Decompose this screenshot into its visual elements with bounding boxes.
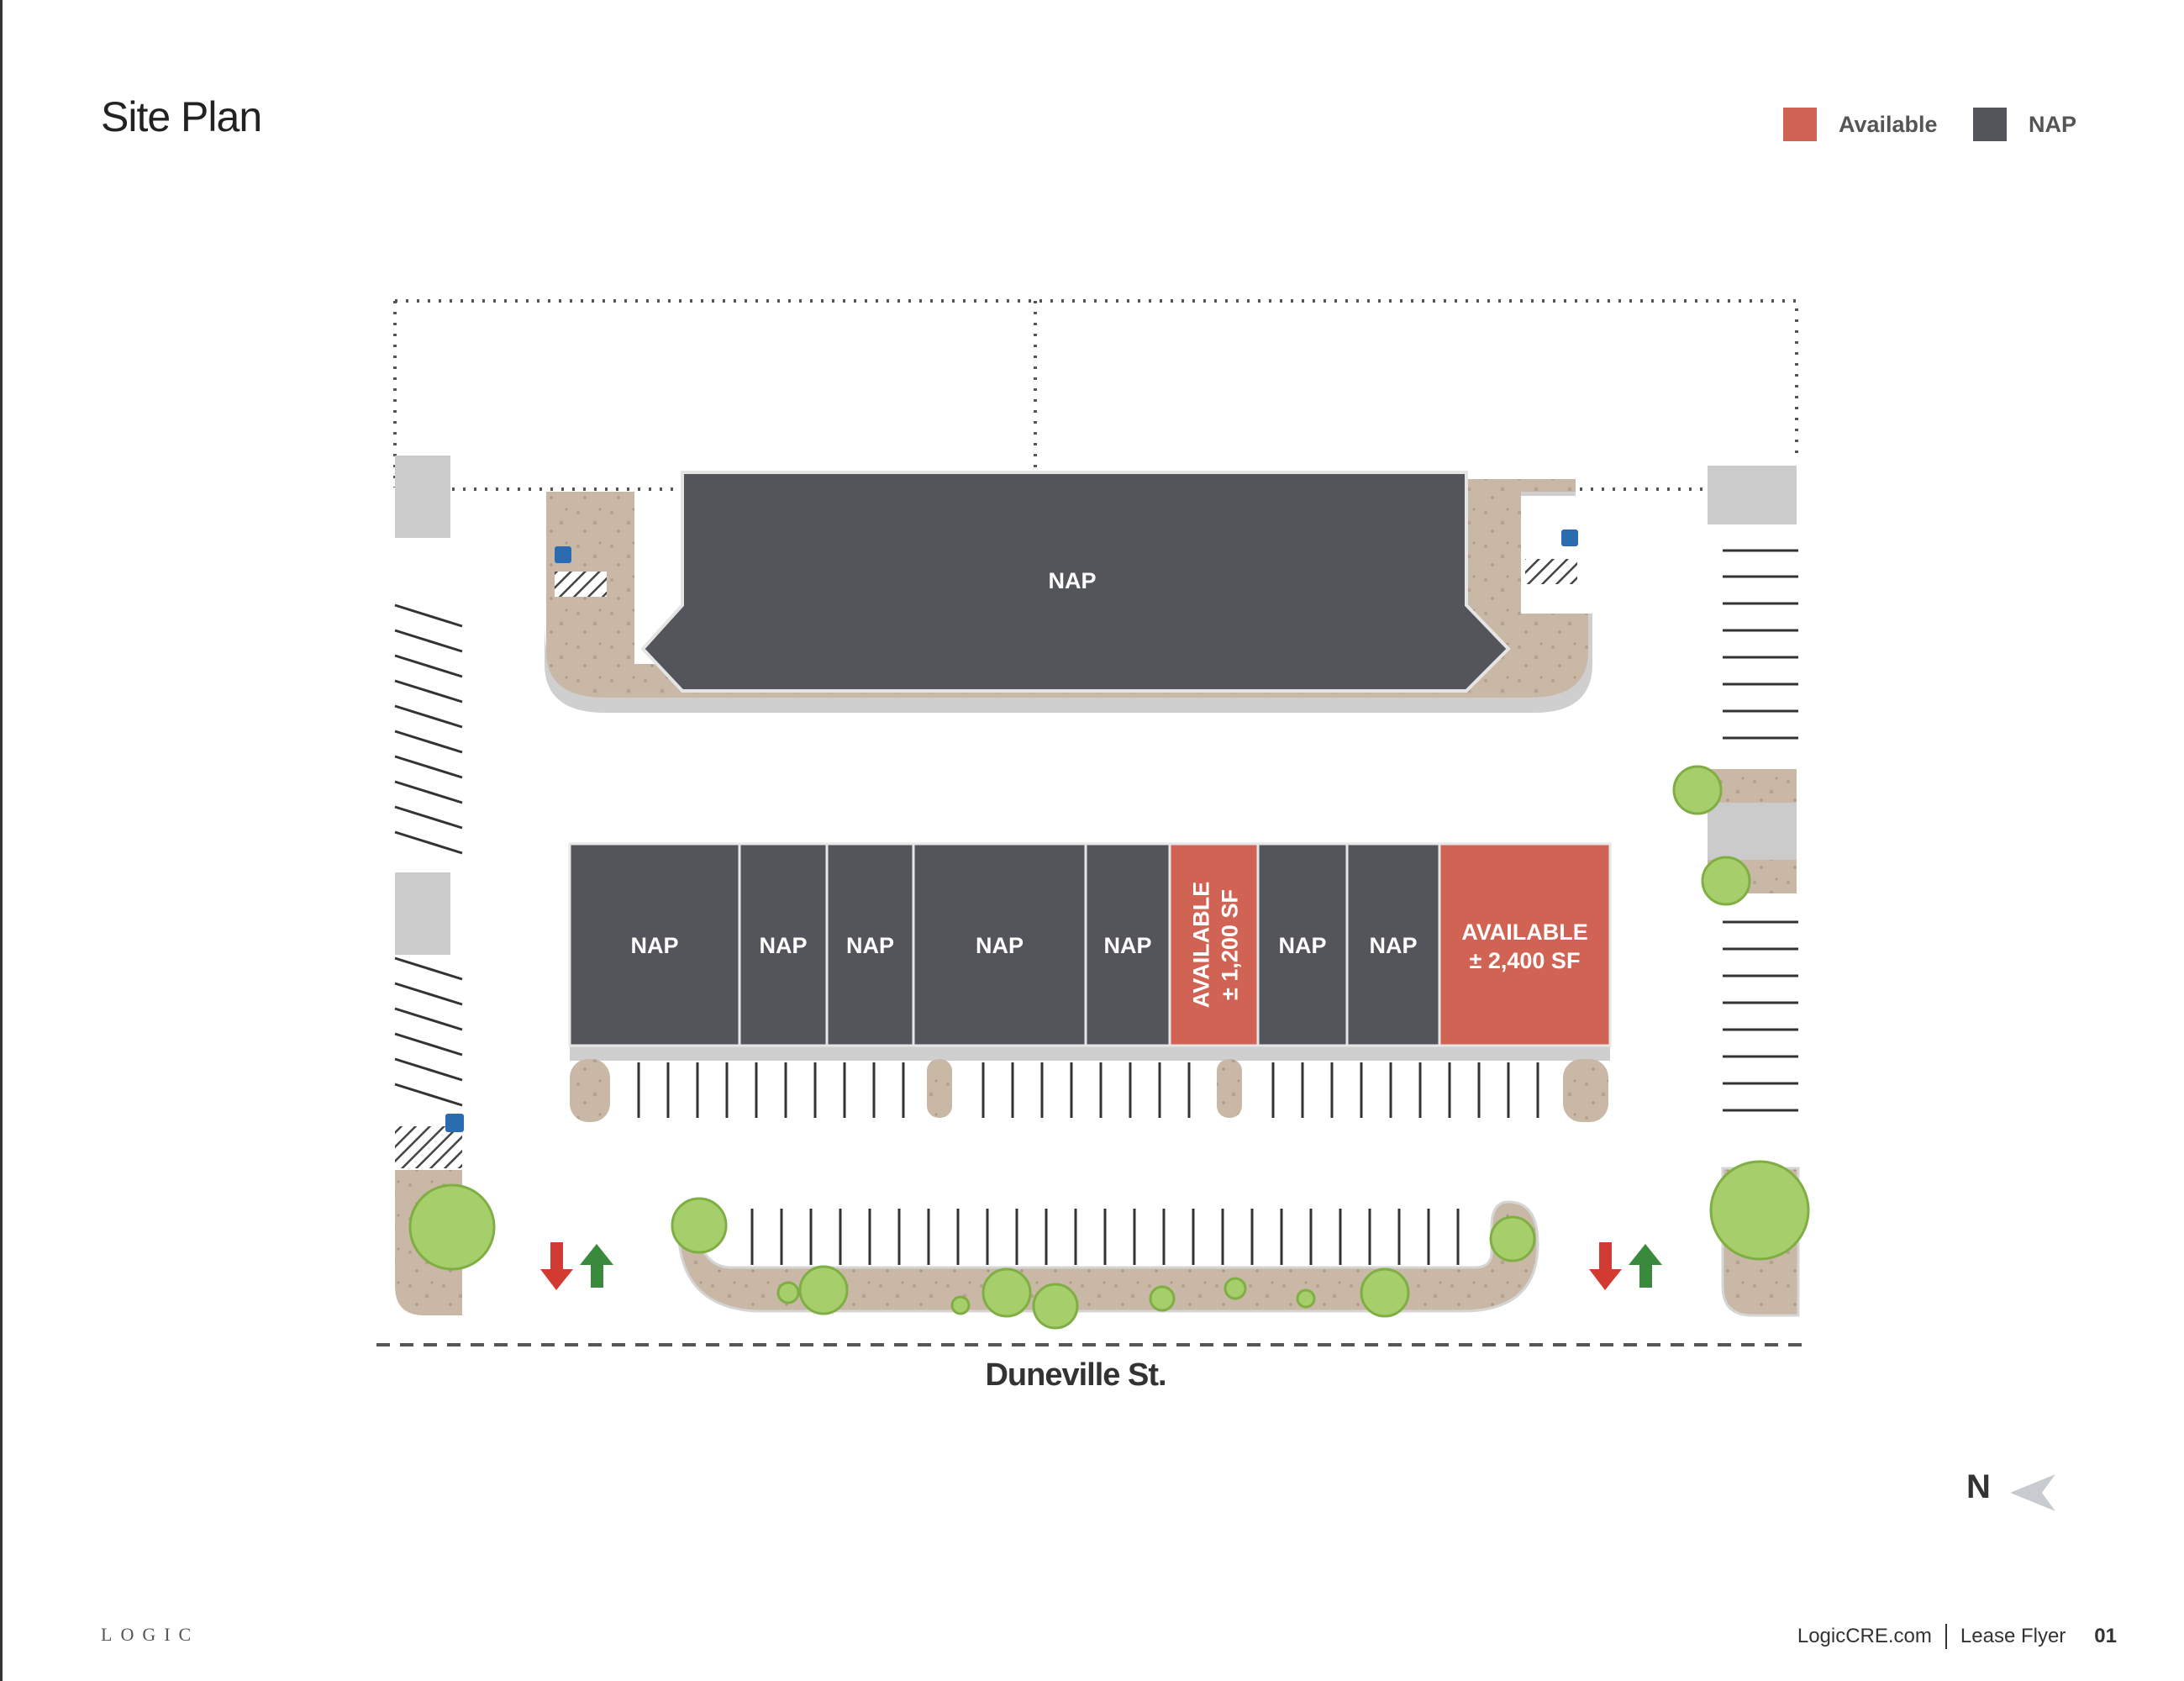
unit-6-label: AVAILABLE [1189,882,1214,1009]
pad [395,872,450,955]
unit-1-label: NAP [630,933,678,958]
unit-6-label-group: AVAILABLE± 1,200 SF [1189,882,1243,1009]
parking-stalls-front [637,1062,1539,1118]
legend-item-available: Available [1783,108,1938,141]
legend-label-available: Available [1839,111,1938,137]
legend-label-nap: NAP [2029,111,2077,137]
page-edge [0,0,3,1681]
unit-7-nap [1256,842,1349,1047]
accessible-parking-icon [445,1114,464,1132]
property-lines [393,299,1798,491]
accessible-aisle-hatch [395,1126,462,1168]
page-number: 01 [2094,1625,2117,1647]
entrance-arrows-left [540,1242,613,1290]
unit-8-label: NAP [1369,933,1417,958]
parking-stalls-left [394,603,463,1107]
footer: LogicCRE.com Lease Flyer 01 [1797,1624,2117,1649]
brand-logo: LOGIC [101,1624,200,1645]
unit-9-available [1438,842,1612,1047]
strip-center-sidewalk [570,1046,1610,1061]
page-title: Site Plan [101,93,262,140]
legend-item-nap: NAP [1973,108,2076,141]
top-building [640,471,1511,693]
pad [1708,466,1797,524]
pad [395,456,450,538]
accessible-aisle-hatch [1525,559,1577,584]
parking-stalls-right [1723,549,1798,1112]
footer-website: LogicCRE.com [1797,1625,1932,1647]
unit-1-nap [568,842,741,1047]
unit-5-label: NAP [1103,933,1151,958]
unit-2-nap [738,842,829,1047]
unit-4-nap [912,842,1087,1047]
unit-5-nap [1084,842,1171,1047]
unit-6-available [1168,842,1260,1047]
unit-4-label: NAP [976,933,1024,958]
trees [408,765,1810,1330]
footer-document: Lease Flyer [1960,1625,2066,1647]
landscape-strip-street [676,1200,1539,1313]
entrance-arrows-right [1589,1242,1662,1290]
unit-3-label: NAP [846,933,894,958]
accessible-parking-icon [1561,530,1578,546]
top-building-sidewalk [545,479,1592,713]
top-building-label: NAP [1048,568,1096,593]
street-name: Duneville St. [985,1357,1166,1393]
unit-9-label: AVAILABLE [1461,920,1588,945]
unit-7-label: NAP [1278,933,1326,958]
accessible-parking-icon [555,546,571,563]
sidewalk-bumps [570,1059,1608,1122]
legend-swatch-available [1783,108,1817,141]
north-arrow-icon [2010,1474,2055,1511]
footer-divider [1945,1624,1947,1649]
unit-3-nap [825,842,915,1047]
unit-9-size: ± 2,400 SF [1470,948,1581,973]
unit-6-size: ± 1,200 SF [1218,889,1243,1000]
north-label: N [1966,1468,1991,1505]
legend-swatch-nap [1973,108,2007,141]
accessible-aisle-hatch [555,572,607,597]
unit-2-label: NAP [759,933,807,958]
parking-stalls-street [750,1209,1460,1265]
